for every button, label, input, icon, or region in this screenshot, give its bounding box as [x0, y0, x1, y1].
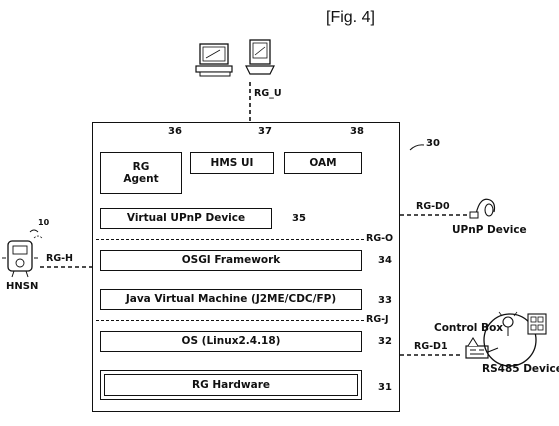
oam-block: OAM: [284, 152, 362, 174]
ref-36: 36: [168, 126, 182, 137]
ref-37: 37: [258, 126, 272, 137]
ref-38: 38: [350, 126, 364, 137]
leader-30: [409, 144, 425, 151]
rg-agent-label-line1: RG: [132, 160, 150, 173]
os-label: OS (Linux2.4.18): [181, 335, 281, 348]
osgi-framework-block: OSGI Framework: [100, 250, 362, 271]
hnsn-device-icon: [2, 235, 43, 278]
osgi-framework-label: OSGI Framework: [181, 254, 281, 267]
leader-10: [29, 229, 39, 233]
hms-ui-label: HMS UI: [210, 156, 254, 169]
os-block: OS (Linux2.4.18): [100, 331, 362, 352]
rg-hardware-block: RG Hardware: [100, 370, 362, 400]
ref-35: 35: [292, 213, 306, 224]
interface-label-rg-j: RG-J: [366, 314, 389, 325]
java-virtual-machine-label: Java Virtual Machine (J2ME/CDC/FP): [125, 293, 337, 306]
ref-32: 32: [378, 336, 392, 347]
rg-hardware-inner-frame: RG Hardware: [104, 374, 358, 396]
interface-label-rg-h: RG-H: [46, 253, 74, 264]
figure-label: [Fig. 4]: [326, 9, 375, 26]
desktop-computer-icon: [195, 43, 233, 77]
ref-34: 34: [378, 255, 392, 266]
hms-ui-block: HMS UI: [190, 152, 274, 174]
interface-label-rg-u: RG_U: [254, 88, 282, 99]
interface-label-rg-d1: RG-D1: [414, 341, 448, 352]
ref-33: 33: [378, 295, 392, 306]
rs485-network-icon: [483, 311, 547, 367]
control-box-icon: [465, 337, 489, 359]
rg-j-separator: [96, 320, 364, 321]
interface-label-rg-o: RG-O: [366, 233, 394, 244]
rg-agent-label-line2: Agent: [123, 173, 159, 185]
virtual-upnp-device-block: Virtual UPnP Device: [100, 208, 272, 229]
control-box-label: Control Box: [434, 322, 504, 334]
rg-hardware-label: RG Hardware: [191, 378, 270, 391]
rg-o-separator: [96, 239, 364, 240]
virtual-upnp-device-label: Virtual UPnP Device: [126, 212, 246, 225]
interface-label-rg-d0: RG-D0: [416, 201, 450, 212]
ref-10: 10: [38, 218, 50, 227]
ref-31: 31: [378, 382, 392, 393]
laptop-computer-icon: [245, 39, 275, 75]
upnp-device-icon: [469, 198, 496, 219]
ref-30: 30: [426, 138, 440, 149]
rs485-device-label: RS485 Device: [482, 363, 559, 375]
upnp-device-label: UPnP Device: [452, 224, 527, 236]
oam-label: OAM: [309, 156, 337, 169]
java-virtual-machine-block: Java Virtual Machine (J2ME/CDC/FP): [100, 289, 362, 310]
hnsn-label: HNSN: [6, 281, 39, 292]
rg-agent-block: RG Agent: [100, 152, 182, 194]
